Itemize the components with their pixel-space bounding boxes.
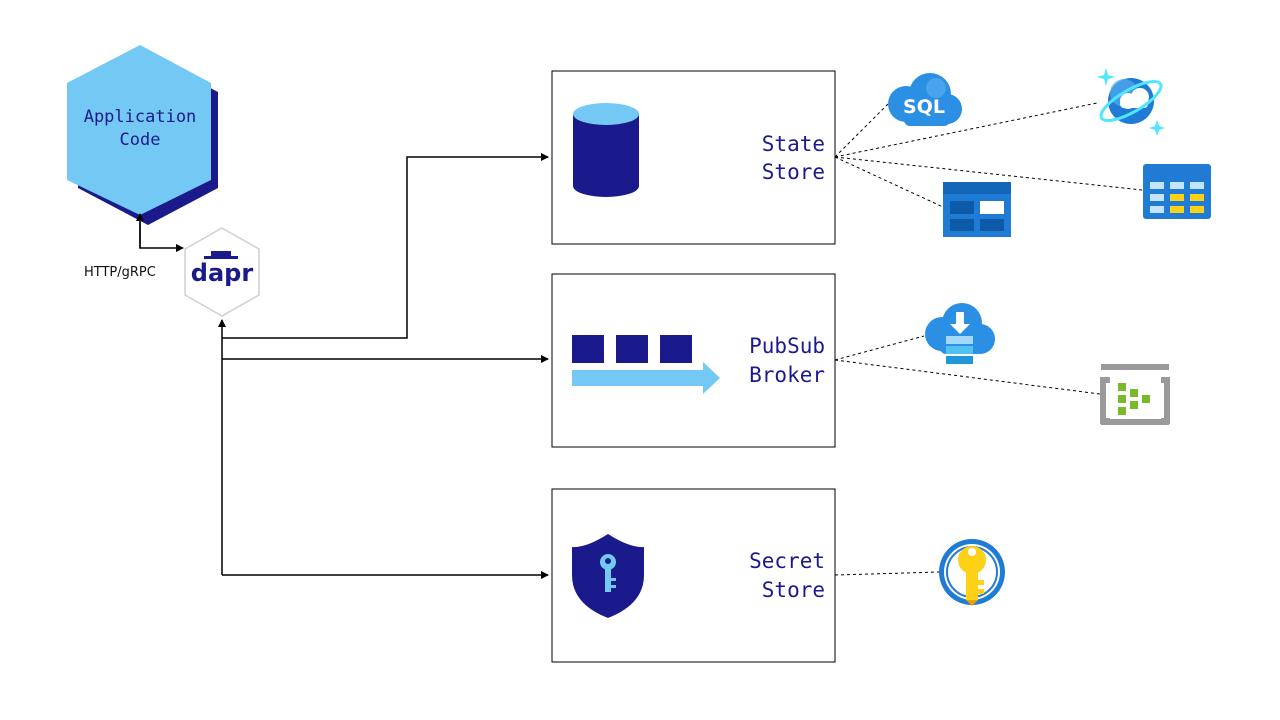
dapr-logo-text: dapr [191, 259, 254, 287]
app-label-line1: Application [84, 107, 197, 127]
cosmos-planet-icon [1097, 68, 1165, 136]
pubsub-label-line1: PubSub [749, 334, 825, 358]
app-hexagon [67, 45, 211, 215]
application-code-node: Application Code [67, 45, 218, 225]
dapr-hat-icon [211, 251, 231, 257]
protocol-label: HTTP/gRPC [84, 265, 156, 280]
cloud-queue-icon [925, 303, 995, 364]
state-store-component: State Store [551, 70, 836, 245]
state-store-label-line2: Store [762, 160, 825, 184]
pubsub-component: PubSub Broker [551, 273, 836, 448]
table-grid-icon [1143, 164, 1211, 219]
secret-store-label-line1: Secret [749, 549, 825, 573]
app-dapr-connector [136, 213, 184, 252]
secret-store-component: Secret Store [551, 488, 836, 663]
dapr-hexagon [184, 227, 260, 317]
to-dapr-arrow [139, 222, 184, 252]
dapr-sidecar-node: dapr [184, 227, 260, 317]
shield-key-icon [572, 534, 644, 618]
event-hub-icon [1100, 364, 1170, 425]
sql-badge-text: SQL [903, 96, 945, 118]
state-store-label-line1: State [762, 132, 825, 156]
database-icon [573, 114, 639, 197]
pubsub-label-line2: Broker [749, 363, 825, 387]
key-vault-icon [939, 539, 1005, 606]
provider-connectors [834, 102, 1143, 576]
state-store-arrow [222, 153, 549, 339]
app-label-line2: Code [120, 130, 161, 150]
secret-store-label-line2: Store [762, 578, 825, 602]
sql-cloud-icon: SQL [888, 73, 962, 126]
message-queue-icon [572, 335, 720, 394]
table-storage-icon [943, 182, 1011, 237]
component-routing [218, 153, 549, 579]
